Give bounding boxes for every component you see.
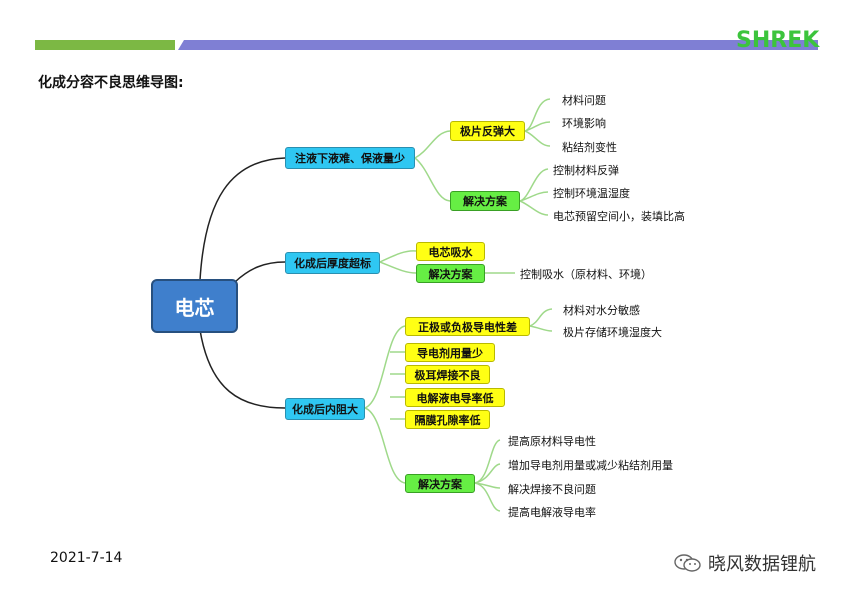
leaf-text: 极片存储环境湿度大 — [563, 326, 662, 339]
header-bar-green — [35, 40, 175, 50]
leaf-text: 增加导电剂用量或减少粘结剂用量 — [508, 459, 673, 472]
problem-node-water-absorption: 电芯吸水 — [416, 242, 485, 261]
solution-node: 解决方案 — [405, 474, 475, 493]
leaf-text: 环境影响 — [562, 117, 606, 130]
watermark: 晓风数据锂航 — [672, 550, 816, 576]
branch-node-resistance: 化成后内阻大 — [285, 398, 365, 420]
problem-node-electrode-rebound: 极片反弹大 — [450, 121, 525, 141]
leaf-text: 控制环境温湿度 — [553, 187, 630, 200]
leaf-text: 解决焊接不良问题 — [508, 483, 596, 496]
problem-node-conductivity: 正极或负极导电性差 — [405, 317, 530, 336]
problem-node-electrolyte: 电解液电导率低 — [405, 388, 505, 407]
leaf-text: 提高原材料导电性 — [508, 435, 596, 448]
solution-node: 解决方案 — [416, 264, 485, 283]
leaf-text: 材料对水分敏感 — [563, 304, 640, 317]
connector-root-branch1 — [199, 157, 286, 281]
branch-node-thickness: 化成后厚度超标 — [285, 252, 380, 274]
leaf-text: 提高电解液导电率 — [508, 506, 596, 519]
wechat-icon — [674, 554, 701, 572]
leaf-text: 材料问题 — [562, 94, 606, 107]
branch-node-injection: 注液下液难、保液量少 — [285, 147, 415, 169]
watermark-text: 晓风数据锂航 — [708, 554, 816, 575]
page-title: 化成分容不良思维导图: — [38, 75, 184, 91]
leaf-text: 电芯预留空间小，装填比高 — [553, 210, 685, 223]
leaf-text: 控制材料反弹 — [553, 164, 619, 177]
connector-root-branch3 — [199, 329, 286, 409]
header-bar-purple — [178, 40, 818, 50]
leaf-text: 控制吸水（原材料、环境） — [520, 268, 652, 281]
solution-node: 解决方案 — [450, 191, 520, 211]
root-node: 电芯 — [151, 279, 238, 333]
leaf-text: 粘结剂变性 — [562, 141, 617, 154]
problem-node-tab-welding: 极耳焊接不良 — [405, 365, 490, 384]
connector-root-branch2 — [234, 261, 286, 283]
footer-date: 2021-7-14 — [50, 550, 123, 566]
problem-node-separator: 隔膜孔隙率低 — [405, 410, 490, 429]
problem-node-conductive-agent: 导电剂用量少 — [405, 343, 495, 362]
company-logo: SHREK — [736, 28, 820, 53]
